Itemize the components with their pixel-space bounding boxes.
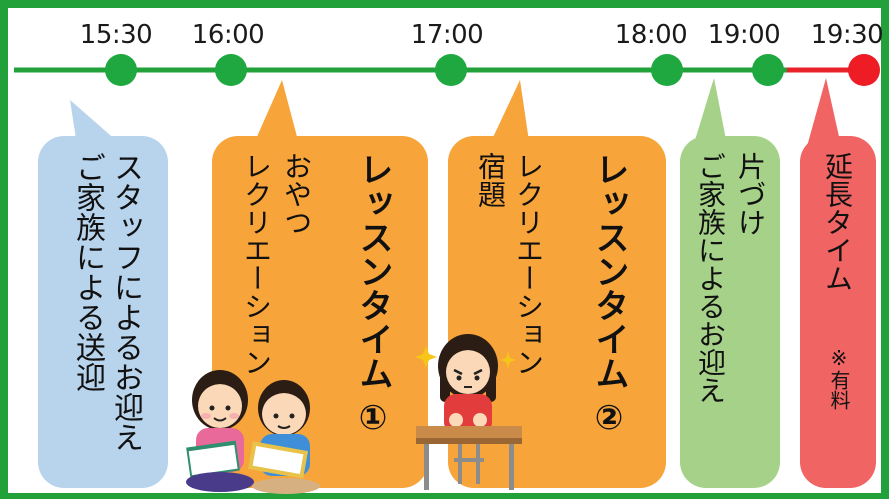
girl-studying-illustration [415,334,522,490]
lesson1-recreation-text: レクリエーション [240,152,273,376]
lesson2-recreation-text: レクリエーション [512,152,545,376]
time-label-1530: 15:30 [79,20,153,50]
lesson2-title: レッスンタイム [589,152,629,390]
extension-bubble [800,136,876,488]
pickup-staff-text: スタッフによるお迎え [108,152,143,452]
lesson2-homework-text: 宿題 [474,152,507,208]
children-reading-illustration [186,370,320,494]
extension-title: 延長タイム [821,152,854,292]
lesson1-number: ① [353,398,393,438]
lesson1-bubble [212,136,428,488]
time-dot-1800 [651,54,683,86]
lesson1-snack-text: おやつ [280,152,313,236]
lesson1-title: レッスンタイム [353,152,393,390]
time-label-1900: 19:00 [707,20,781,50]
lesson2-number: ② [589,398,629,438]
extension-note: ※有料 [827,346,851,410]
pickup-family-text: ご家族による送迎 [70,152,105,392]
time-label-1600: 16:00 [191,20,265,50]
time-dot-1700 [435,54,467,86]
time-dot-1600 [215,54,247,86]
orange-bubble-tail-1 [252,80,300,148]
green-bubble-tail [692,78,728,150]
time-dot-1900 [752,54,784,86]
cleanup-text: 片づけ [734,152,767,236]
pickup-bubble-blue [38,136,168,488]
time-label-1930: 19:30 [810,20,884,50]
pickup-bubble-green [680,136,780,488]
time-label-1700: 17:00 [410,20,484,50]
time-label-1800: 18:00 [614,20,688,50]
time-dot-1930 [848,54,880,86]
red-bubble-tail [806,78,842,150]
family-pickup-text: ご家族によるお迎え [694,152,727,404]
orange-bubble-tail-2 [488,80,530,148]
time-dot-1530 [105,54,137,86]
